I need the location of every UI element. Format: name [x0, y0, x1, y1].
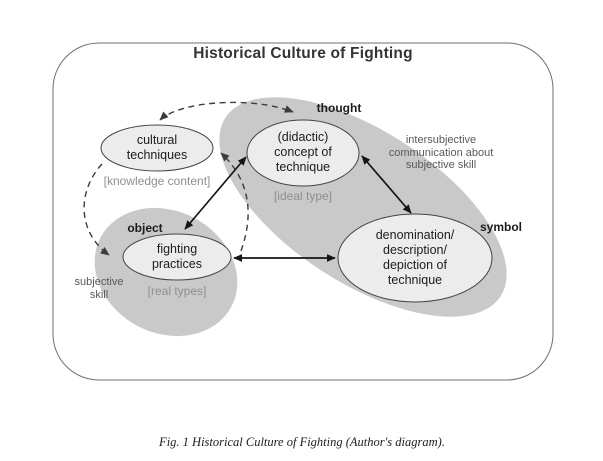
- node-label-cultural-techniques: cultural techniques: [127, 133, 187, 163]
- figure-caption: Fig. 1 Historical Culture of Fighting (A…: [159, 435, 445, 449]
- annotation-line: subjective skill: [405, 159, 477, 171]
- node-label-line: technique: [275, 160, 331, 174]
- node-label-line: depiction of: [383, 258, 447, 272]
- node-label-line: technique: [387, 273, 443, 287]
- arrow-didactic-denomination: [361, 155, 412, 214]
- annotation-subjective-skill: subjective skill: [75, 276, 124, 301]
- node-label-line: (didactic): [277, 130, 329, 144]
- node-label-didactic-concept: (didactic) concept of technique: [274, 130, 332, 175]
- node-ellipse-denomination: [337, 213, 493, 303]
- annotation-line: subjective: [74, 276, 124, 288]
- node-label-line: cultural: [136, 133, 178, 147]
- node-label-line: concept of: [274, 145, 332, 159]
- annotation-line: skill: [89, 288, 109, 301]
- annotation-line: intersubjective: [405, 134, 477, 146]
- node-label-fighting-practices: fighting practices: [152, 242, 202, 272]
- annotation-line: communication about: [388, 146, 494, 159]
- node-label-line: techniques: [126, 148, 188, 162]
- annotation-intersubjective-communication: intersubjective communication about subj…: [389, 134, 494, 172]
- node-label-line: description/: [383, 243, 447, 257]
- node-sublabel-ideal-type: [ideal type]: [273, 189, 333, 203]
- node-sublabel-real-types: [real types]: [147, 284, 207, 298]
- node-ellipse-didactic-concept: [246, 119, 360, 187]
- node-label-denomination: denomination/ description/ depiction of …: [376, 228, 455, 288]
- region-label-thought: thought: [316, 101, 362, 115]
- dashed-arc-fighting-cultural: [220, 152, 249, 252]
- dashed-arc-subjective-skill: [83, 163, 110, 256]
- node-label-line: practices: [151, 257, 203, 271]
- node-label-line: fighting: [156, 242, 198, 256]
- node-sublabel-knowledge-content: [knowledge content]: [103, 174, 211, 188]
- region-label-symbol: symbol: [479, 220, 523, 234]
- node-ellipse-fighting-practices: [122, 233, 232, 281]
- diagram-title: Historical Culture of Fighting: [193, 45, 413, 62]
- region-label-object: object: [127, 221, 163, 235]
- node-label-line: denomination/: [375, 228, 455, 242]
- arrow-fighting-didactic: [184, 156, 247, 230]
